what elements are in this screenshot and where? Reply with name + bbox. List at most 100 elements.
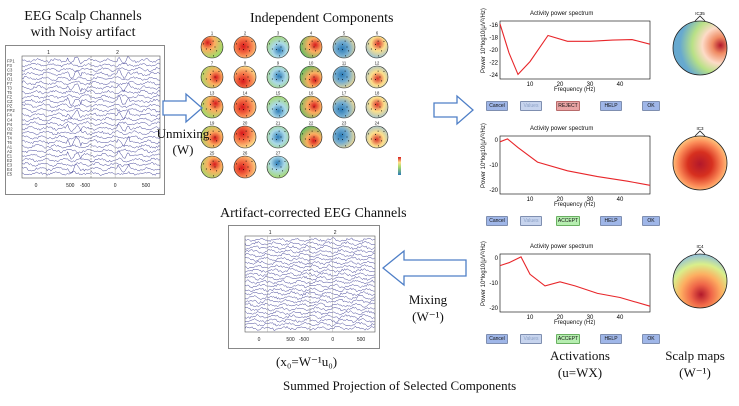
channel-label: T6 [7, 140, 13, 145]
electrode-dot [218, 70, 220, 72]
electrode-dot [212, 70, 214, 72]
electrode-dot [315, 140, 317, 142]
component-number: 3 [277, 31, 280, 36]
reject-button[interactable]: REJECT [556, 101, 580, 111]
electrode-dot [337, 138, 339, 140]
electrode-dot [271, 48, 273, 50]
accept-button[interactable]: ACCEPT [556, 334, 580, 344]
electrode-dot [315, 80, 317, 82]
electrode-dot [245, 100, 247, 102]
electrode-dot [246, 175, 248, 177]
electrode-dot [209, 169, 211, 171]
electrode-dot [275, 79, 277, 81]
component-map [266, 35, 290, 59]
electrode-dot [280, 46, 282, 48]
electrode-dot [212, 100, 214, 102]
electrode-dot [280, 136, 282, 138]
electrode-dot [245, 40, 247, 42]
x-tick-label: 20 [557, 82, 564, 88]
electrode-dot [313, 136, 315, 138]
y-tick-label: -16 [489, 23, 498, 29]
scalp-map: IC35 [672, 11, 728, 76]
ok-button[interactable]: OK [642, 216, 660, 226]
component-number: 20 [243, 121, 248, 126]
channel-label: A2 [7, 149, 13, 154]
channel-label: FP1 [7, 59, 15, 64]
electrode-dot [335, 43, 337, 45]
electrode-dot [370, 48, 372, 50]
help-button[interactable]: HELP [600, 334, 622, 344]
accept-button[interactable]: ACCEPT [556, 216, 580, 226]
electrode-dot [308, 109, 310, 111]
electrode-dot [251, 40, 253, 42]
unmixing-label: Unmixing (W) [148, 126, 218, 158]
electrode-dot [342, 43, 344, 45]
electrode-dot [348, 80, 350, 82]
electrode-dot [214, 76, 216, 78]
channel-label: E2 [7, 158, 13, 163]
eeg-title: EEG Scalp Channels with Noisy artifact [8, 9, 158, 41]
electrode-dot [345, 85, 347, 87]
component-map [299, 125, 323, 149]
spectrum-curve [499, 138, 651, 186]
values-button[interactable]: Values [520, 216, 542, 226]
x-tick-label: 0 [114, 183, 117, 189]
electrode-dot [317, 40, 319, 42]
electrode-dot [249, 170, 251, 172]
ok-button[interactable]: OK [642, 334, 660, 344]
eeg-trace [21, 89, 161, 95]
electrode-dot [381, 110, 383, 112]
electrode-dot [368, 73, 370, 75]
scalp-maps-text: Scalp maps [665, 348, 725, 363]
mixing-symbol: (W⁻¹) [412, 309, 444, 324]
electrode-dot [246, 55, 248, 57]
cancel-button[interactable]: Cancel [486, 101, 508, 111]
ok-button[interactable]: OK [642, 101, 660, 111]
values-button[interactable]: Values [520, 334, 542, 344]
electrode-dot [246, 115, 248, 117]
plot-frame [499, 253, 651, 313]
component-map [200, 125, 224, 149]
electrode-dot [269, 43, 271, 45]
electrode-dot [205, 78, 207, 80]
electrode-dot [213, 85, 215, 87]
component-map [299, 95, 323, 119]
electrode-dot [238, 78, 240, 80]
electrode-dot [368, 103, 370, 105]
x-tick-label: -500 [80, 183, 90, 189]
event-marker-label: 1 [47, 50, 50, 56]
component-number: 6 [376, 31, 379, 36]
electrode-dot [284, 160, 286, 162]
electrode-dot [383, 130, 385, 132]
electrode-dot [335, 73, 337, 75]
electrode-dot [249, 140, 251, 142]
electrode-dot [242, 169, 244, 171]
x-tick-label: 40 [617, 315, 624, 321]
cancel-button[interactable]: Cancel [486, 334, 508, 344]
electrode-dot [304, 48, 306, 50]
channel-label: T3 [7, 86, 13, 91]
x-tick-label: -500 [299, 337, 309, 343]
electrode-dot [278, 40, 280, 42]
help-button[interactable]: HELP [600, 216, 622, 226]
y-tick-label: -10 [489, 281, 498, 287]
electrode-dot [205, 138, 207, 140]
values-button[interactable]: Values [520, 101, 542, 111]
component-number: 8 [244, 61, 247, 66]
components-title: Independent Components [250, 11, 394, 26]
electrode-dot [251, 70, 253, 72]
electrode-dot [282, 170, 284, 172]
x-tick-label: 10 [527, 315, 534, 321]
electrode-dot [304, 138, 306, 140]
help-button[interactable]: HELP [600, 101, 622, 111]
cancel-button[interactable]: Cancel [486, 216, 508, 226]
component-map [200, 95, 224, 119]
activations-formula: (u=WX) [557, 365, 603, 380]
electrode-dot [308, 49, 310, 51]
electrode-dot [346, 106, 348, 108]
component-number: 27 [276, 151, 281, 156]
channel-label: T5 [7, 90, 13, 95]
reconstruction-formula: (x₀=W⁻¹u₀) [276, 354, 338, 369]
spectrum-title: Activity power spectrum [530, 126, 594, 132]
